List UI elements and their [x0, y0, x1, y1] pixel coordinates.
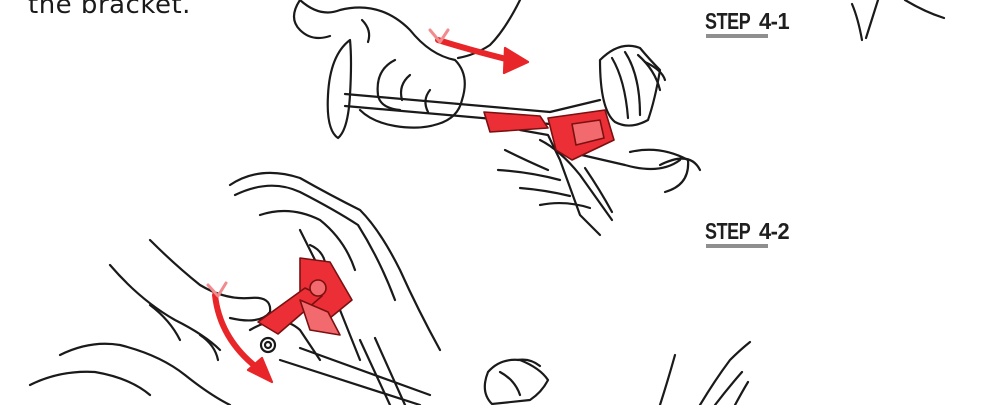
- curved-arrow-icon: [430, 30, 528, 73]
- bottom-part-sketch: [485, 342, 750, 405]
- edge-sketch-lines: [852, 0, 944, 40]
- red-bracket-part-lower: [258, 258, 352, 335]
- hand-pressing-bracket-illustration: [30, 173, 440, 405]
